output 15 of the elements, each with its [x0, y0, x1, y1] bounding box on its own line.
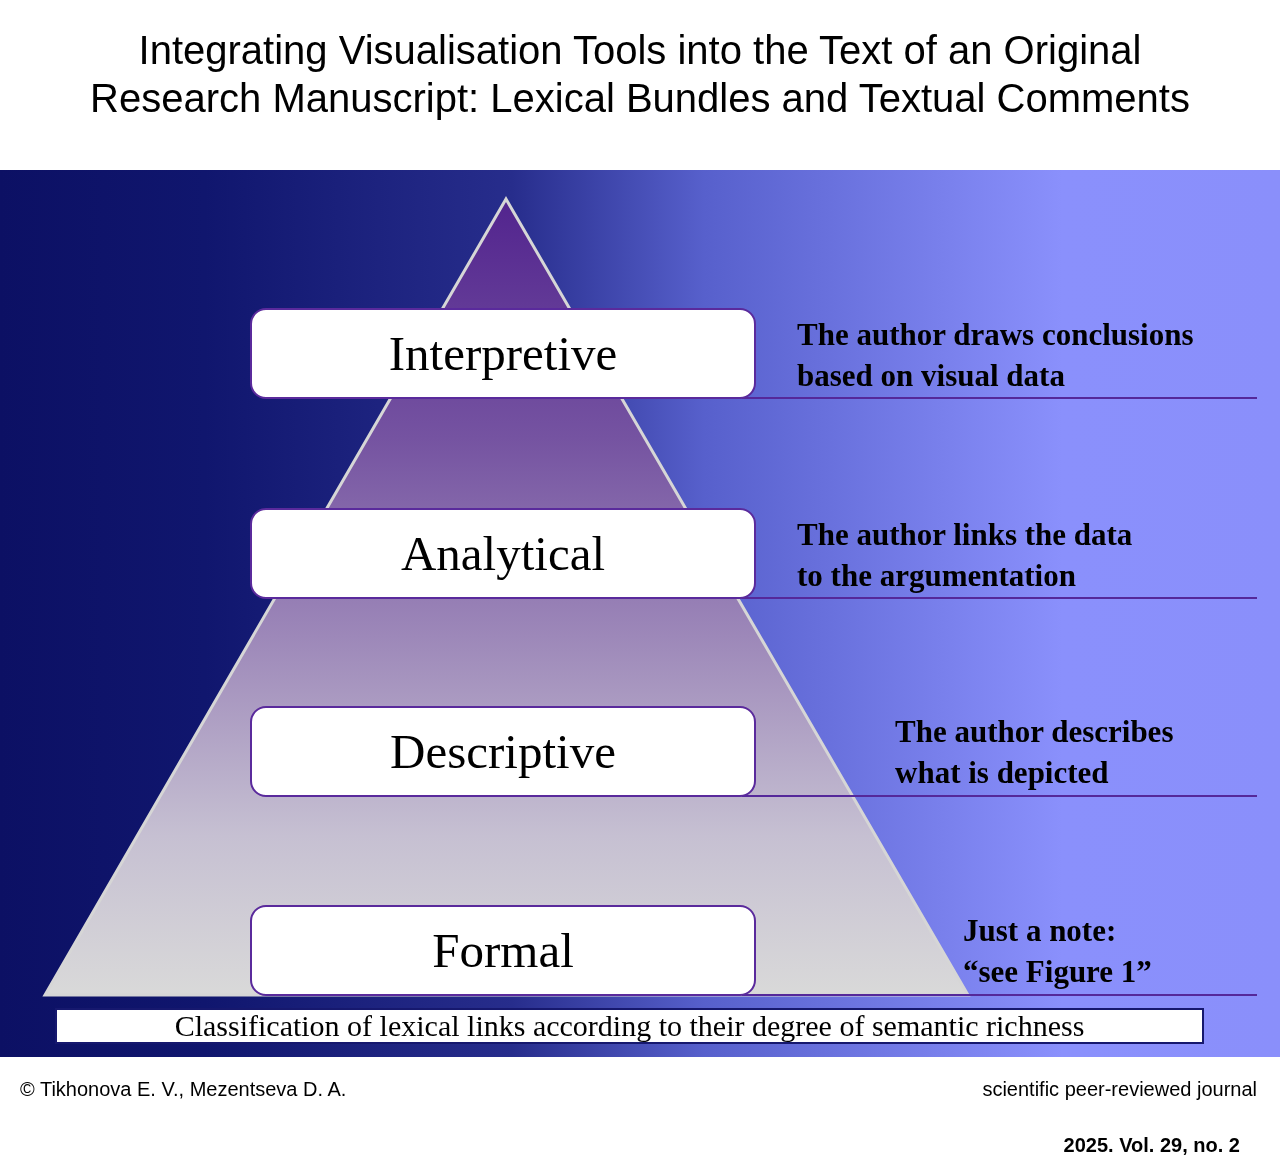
footer-text: 2025. Vol. 29, no. 2 — [1063, 1133, 1240, 1158]
level-name: Formal — [432, 922, 574, 979]
level-box — [250, 905, 756, 996]
description-text: The author draws conclusions based on visual data — [797, 316, 1195, 395]
description-text: The author describes what is depicted — [895, 713, 1175, 792]
title-text: Integrating Visualisation Tools into the Text of an Original Research Manuscript: Lexical Bundles and Textual Comments — [90, 27, 1190, 122]
level-box — [250, 706, 756, 797]
footer-text: © Tikhonova E. V., Mezentseva D. A. — [20, 1077, 347, 1102]
description-text: The author links the data to the argumentation — [797, 516, 1134, 595]
caption-banner: Classification of lexical links according to their degree of semantic richness — [55, 1008, 1204, 1044]
footer-text: scientific peer-reviewed journal — [982, 1077, 1257, 1102]
level-name: Interpretive — [388, 325, 618, 382]
description-text: Just a note: “see Figure 1” — [963, 912, 1153, 991]
level-name: Analytical — [400, 525, 606, 582]
level-name: Descriptive — [390, 723, 616, 780]
